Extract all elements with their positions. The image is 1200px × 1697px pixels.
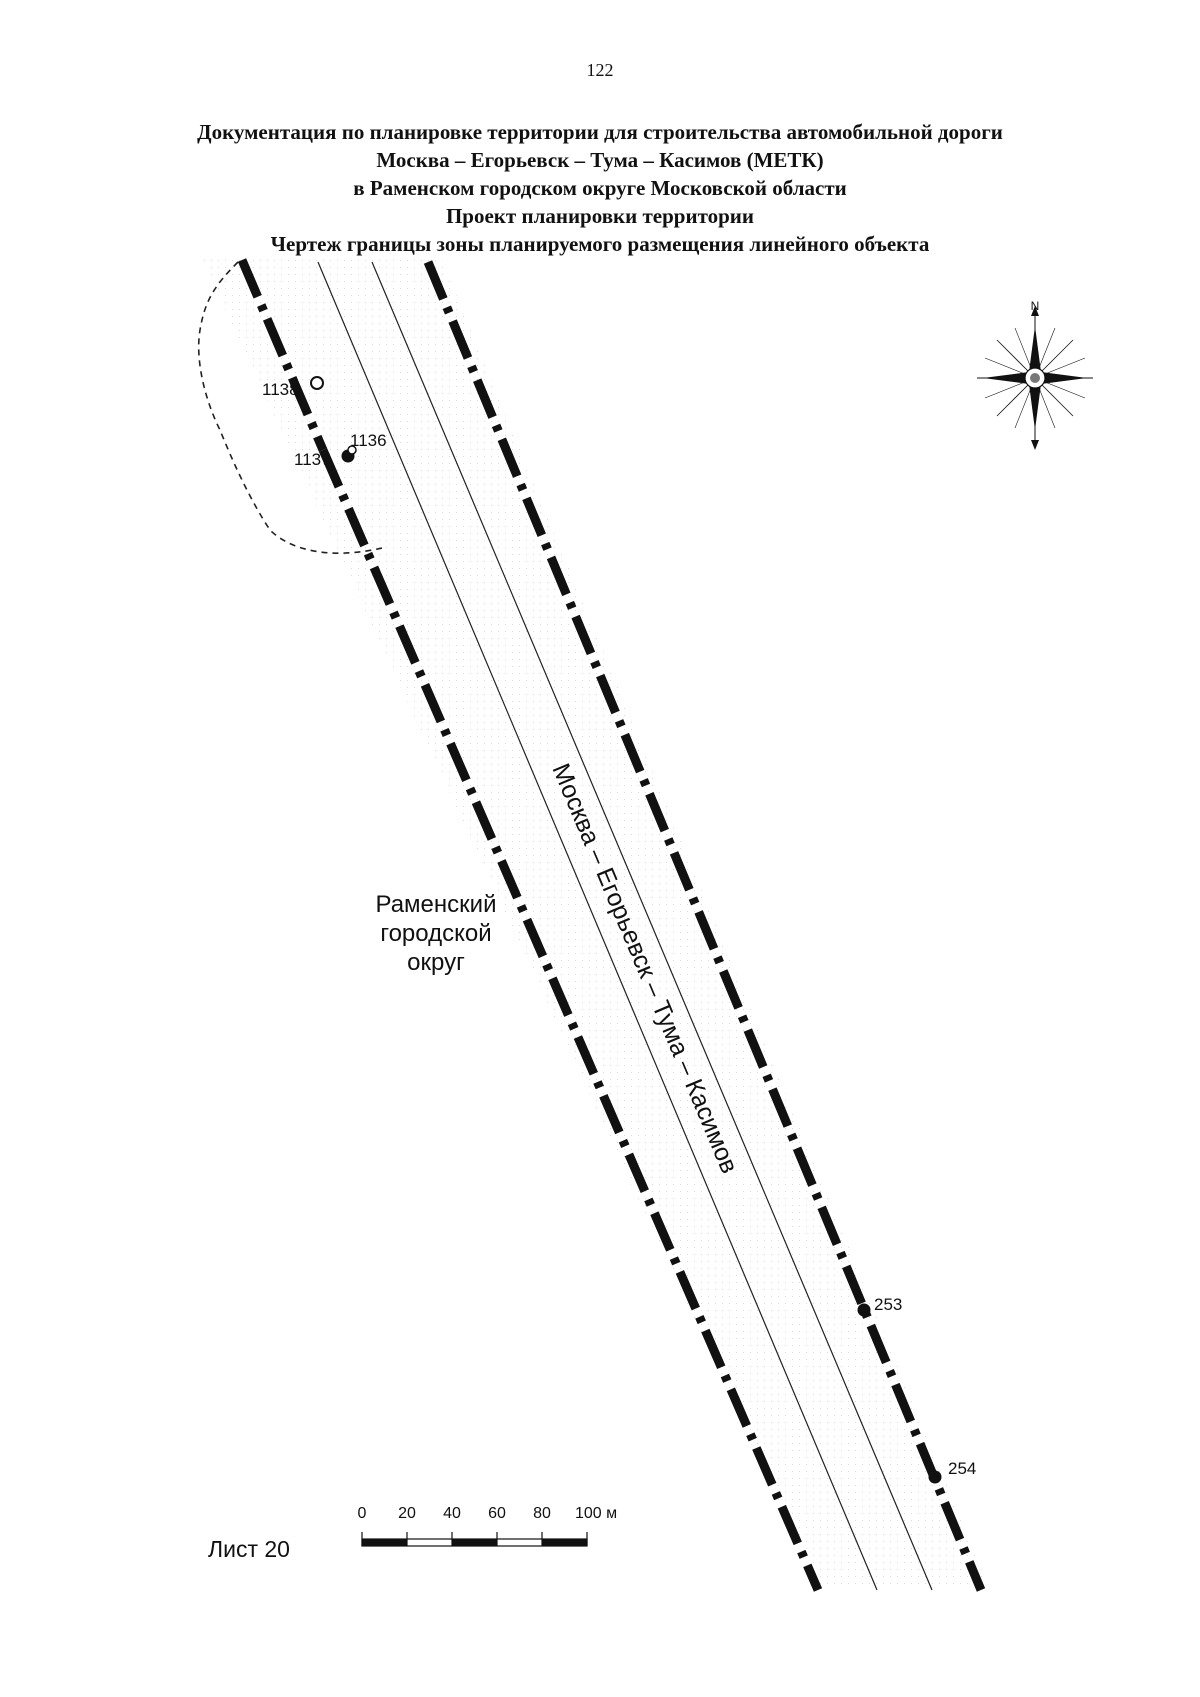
zone-boundary-left bbox=[237, 258, 823, 1592]
compass-north-label: N bbox=[1031, 299, 1040, 313]
boundary-point-1138 bbox=[310, 376, 324, 390]
scale-tick-40: 40 bbox=[443, 1505, 461, 1522]
title-line-3: в Раменском городском округе Московской … bbox=[353, 176, 847, 200]
district-label-line-2: городской bbox=[380, 920, 491, 947]
scale-tick-20: 20 bbox=[398, 1505, 416, 1522]
point-label-254: 254 bbox=[948, 1459, 976, 1478]
point-label-1136: 1136 bbox=[350, 431, 387, 450]
district-label-line-3: округ bbox=[407, 949, 465, 976]
scale-tick-60: 60 bbox=[488, 1505, 506, 1522]
road-edge-right bbox=[371, 261, 933, 1591]
existing-boundary-line bbox=[197, 261, 383, 554]
scale-tick-80: 80 bbox=[533, 1505, 551, 1522]
boundary-point-1136 bbox=[347, 445, 357, 455]
map-background-texture bbox=[200, 255, 990, 1590]
document-title: Документация по планировке территории дл… bbox=[100, 118, 1100, 258]
point-label-1137: 1137 bbox=[294, 450, 331, 469]
point-label-1138: 1138 bbox=[262, 380, 299, 399]
title-line-4: Проект планировки территории bbox=[445, 204, 755, 228]
sheet-label: Лист 20 bbox=[208, 1536, 290, 1562]
page-number: 122 bbox=[586, 60, 614, 80]
point-label-253: 253 bbox=[874, 1295, 902, 1314]
zone-boundary-right bbox=[423, 260, 986, 1592]
road-edge-left bbox=[317, 261, 878, 1591]
boundary-point-253 bbox=[857, 1303, 871, 1317]
scale-bar bbox=[361, 1532, 588, 1547]
compass-rose-icon bbox=[977, 306, 1093, 450]
scale-tick-100: 100 м bbox=[575, 1505, 617, 1522]
boundary-point-254 bbox=[928, 1470, 942, 1484]
title-line-2: Москва – Егорьевск – Тума – Касимов (МЕТ… bbox=[376, 148, 824, 172]
scale-tick-0: 0 bbox=[358, 1505, 367, 1522]
title-line-5: Чертеж границы зоны планируемого размеще… bbox=[270, 232, 930, 256]
district-label-line-1: Раменский bbox=[376, 891, 497, 918]
title-line-1: Документация по планировке территории дл… bbox=[197, 120, 1003, 144]
